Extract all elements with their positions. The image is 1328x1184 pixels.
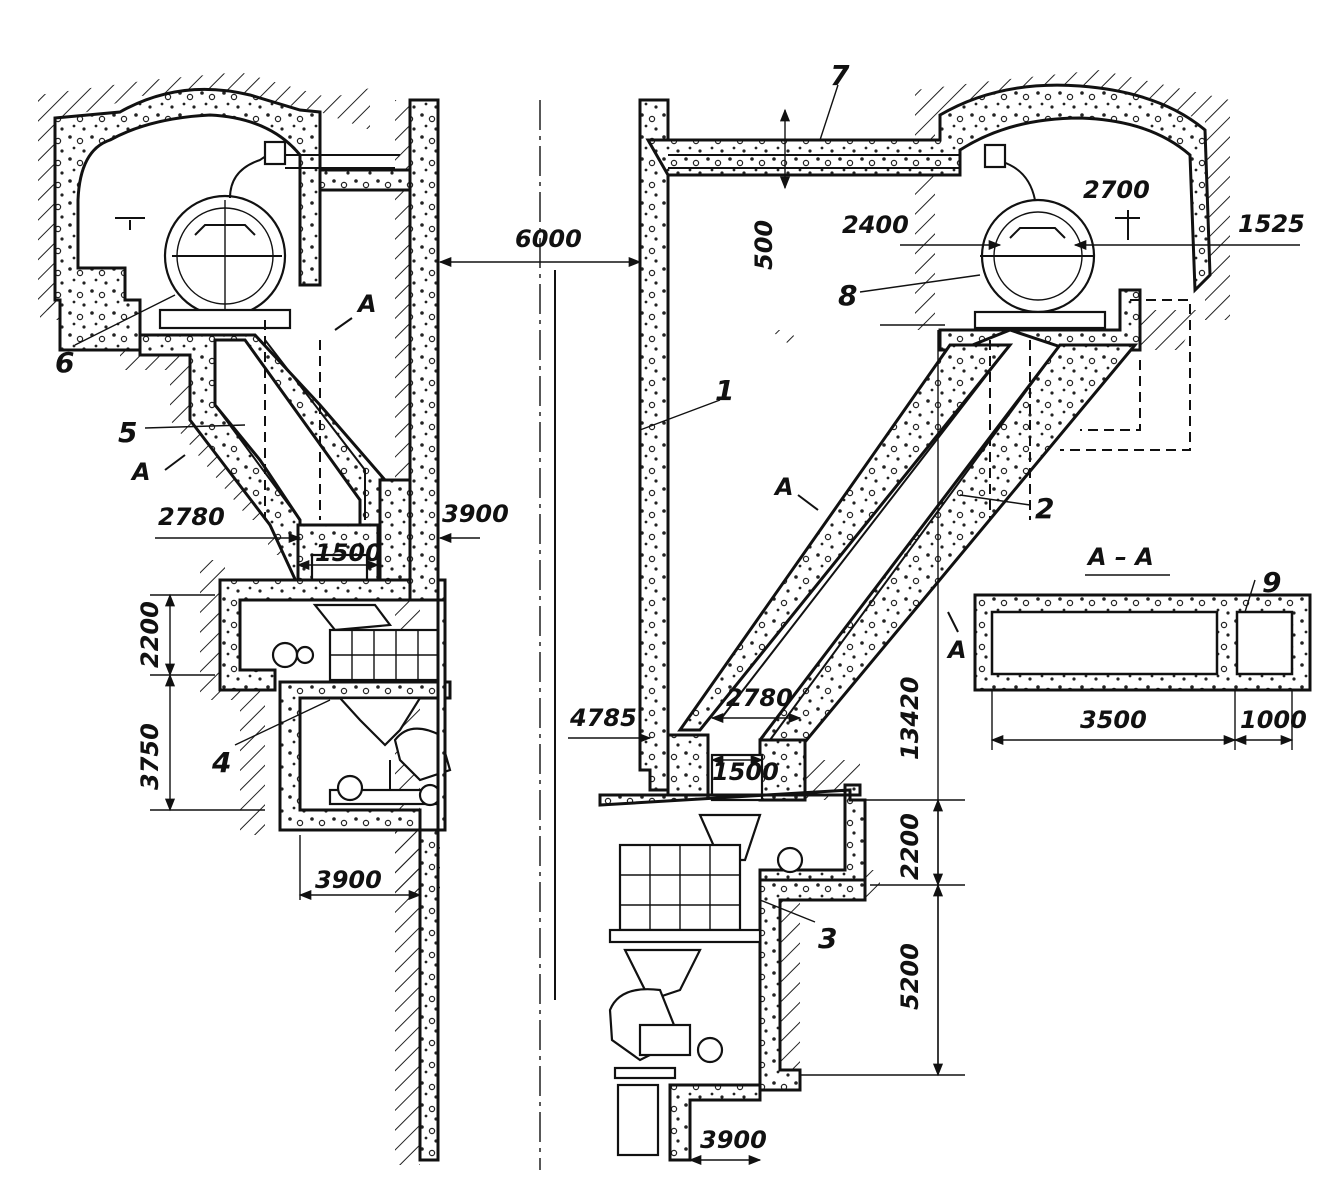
vertical-shaft [408,98,670,1170]
dimension-labels: 6000 2780 3900 1500 2200 3750 3900 500 2… [136,176,1307,1154]
callout-5: 5 [118,416,137,449]
right-loading-levels [598,783,867,1162]
left-mine-car [115,140,292,330]
right-skip-upper [608,813,804,944]
dim-right-tunnel-diameter: 2700 [1083,176,1150,204]
dim-top-slab: 500 [750,220,778,270]
dim-left-level-width: 2780 [158,503,225,531]
dim-section-width-main: 3500 [1080,706,1147,734]
dimension-lines [150,108,1300,1166]
dim-right-tunnel-width: 2400 [842,211,909,239]
right-mine-car [973,143,1140,330]
dim-left-lower-height: 3750 [136,723,164,790]
callout-7: 7 [830,59,850,92]
right-skip-lower [608,948,724,1157]
left-skip-lower [328,696,452,807]
dim-right-level-width: 2780 [726,684,793,712]
callout-1: 1 [715,374,734,407]
leader-lines [74,84,1256,923]
section-title: А – А [1086,543,1154,571]
section-a-a [973,593,1312,692]
callout-labels: 1 2 3 4 5 6 7 8 9 А – А А А А А [55,59,1281,955]
right-inclined-bin [666,299,1191,802]
dim-shaft-width: 6000 [515,225,582,253]
left-haulage-drift [53,87,400,352]
dim-section-width-side: 1000 [1240,706,1307,734]
dim-left-bottom-width: 3900 [315,866,382,894]
dim-left-chute-width: 1500 [315,539,382,567]
dim-right-lower-height: 5200 [896,943,924,1010]
dim-right-offset: 1525 [1238,210,1305,238]
dim-right-bottom-width: 3900 [700,1126,767,1154]
left-skip-upper [271,603,442,682]
callout-8: 8 [838,279,857,312]
left-loading-levels [218,578,452,832]
right-haulage-drift [645,83,1212,352]
section-mark-right-lower: А [946,636,967,664]
section-mark-right-upper: А [773,473,794,501]
callout-2: 2 [1035,492,1054,525]
callout-3: 3 [818,922,837,955]
callout-4: 4 [211,746,231,779]
section-mark-left-upper: А [356,290,377,318]
dim-right-shaft-offset: 4785 [569,704,637,732]
section-mark-left-lower: А [130,458,151,486]
dim-right-upper-height: 2200 [896,813,924,880]
callout-6: 6 [55,346,74,379]
dim-left-upper-height: 2200 [136,601,164,668]
dim-left-shaft-offset: 3900 [442,500,509,528]
callout-9: 9 [1262,566,1281,599]
dim-right-chute-width: 1500 [712,758,779,786]
dim-right-total-height: 13420 [896,677,924,761]
